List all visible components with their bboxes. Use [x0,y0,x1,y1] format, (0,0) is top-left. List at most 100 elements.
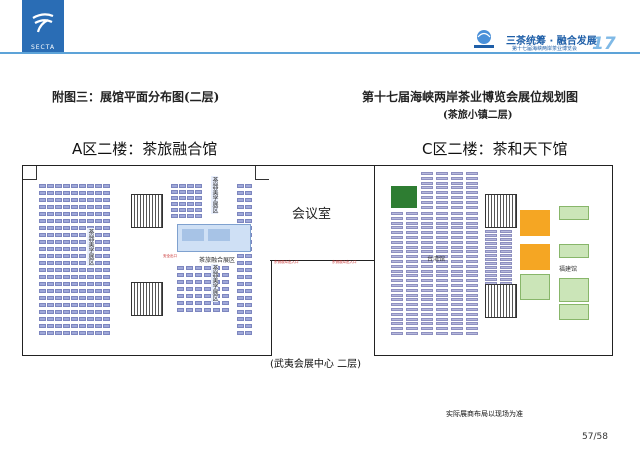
booth [406,279,418,283]
booth [237,268,244,272]
booth [39,191,46,195]
booth [466,255,478,259]
appendix-heading: 附图三：展馆平面分布图(二层) [52,90,220,104]
booth [436,255,448,259]
booth [95,331,102,335]
booth [187,184,194,188]
booth [245,212,252,216]
booth [466,221,478,225]
booth [79,191,86,195]
booth [103,289,110,293]
booth [103,331,110,335]
booth [186,294,193,298]
booth [103,282,110,286]
booth [237,331,244,335]
booth [63,296,70,300]
fusion-booth [208,229,230,241]
booth [451,255,463,259]
booth [39,247,46,251]
booth [103,191,110,195]
booth [406,221,418,225]
booth [245,268,252,272]
booth [79,254,86,258]
booth [171,208,178,212]
booth [55,296,62,300]
booth [451,284,463,287]
page-number: 57/58 [582,432,608,442]
tea-art-left-label: 茶器美学展区 [87,228,94,266]
booth [421,274,433,278]
booth [466,181,478,185]
brand-subtitle: 第十七届海峡两岸茶业博览会 [512,46,578,52]
booth [95,219,102,223]
booth [391,260,403,263]
booth [466,172,478,175]
booth [187,190,194,194]
booth [237,275,244,279]
booth [71,282,78,286]
booth [500,278,512,281]
booth [103,247,110,251]
booth [406,240,418,244]
booth [55,226,62,230]
booth [466,216,478,220]
booth [39,275,46,279]
booth [436,293,448,297]
booth [63,198,70,202]
booth [63,275,70,279]
booth [436,317,448,321]
booth [195,308,202,312]
booth [485,266,497,269]
booth [79,226,86,230]
booth [47,261,54,265]
booth [466,332,478,335]
booth [500,270,512,273]
booth [63,268,70,272]
booth [421,172,433,175]
booth [451,288,463,292]
stairwell-lower [131,282,163,316]
booth [87,275,94,279]
hall-c-floorplan: 台湾馆 福建馆 [374,165,613,356]
booth [171,214,178,218]
booth [237,219,244,223]
booth [95,296,102,300]
taiwan-pavilion-label: 台湾馆 [427,256,446,263]
booth [421,312,433,316]
booth [222,266,229,270]
booth [222,280,229,284]
fusion-area-label: 茶旅融合展区 [199,257,236,264]
booth [47,296,54,300]
booth [39,317,46,321]
venue-label: (武夷会展中心 二层) [270,359,361,370]
booth [87,191,94,195]
booth [87,282,94,286]
booth [55,324,62,328]
booth [195,214,202,218]
booth [55,212,62,216]
booth [95,303,102,307]
booth [79,247,86,251]
booth [55,247,62,251]
booth [195,184,202,188]
booth [436,303,448,307]
booth [39,205,46,209]
booth [237,324,244,328]
booth [436,250,448,254]
booth [79,233,86,237]
booth [421,293,433,297]
booth [237,282,244,286]
booth [245,219,252,223]
corner-room [255,166,269,180]
connecting-corridor: 东侧观众出入口 东侧观众出入口 [270,260,374,280]
booth [451,269,463,273]
green-booth [559,304,589,320]
booth [39,254,46,258]
booth [436,327,448,331]
booth [245,303,252,307]
booth [466,303,478,307]
booth [213,308,220,312]
booth [47,212,54,216]
zone-a-title: A区二楼：茶旅融合馆 [72,140,218,158]
booth [436,172,448,175]
